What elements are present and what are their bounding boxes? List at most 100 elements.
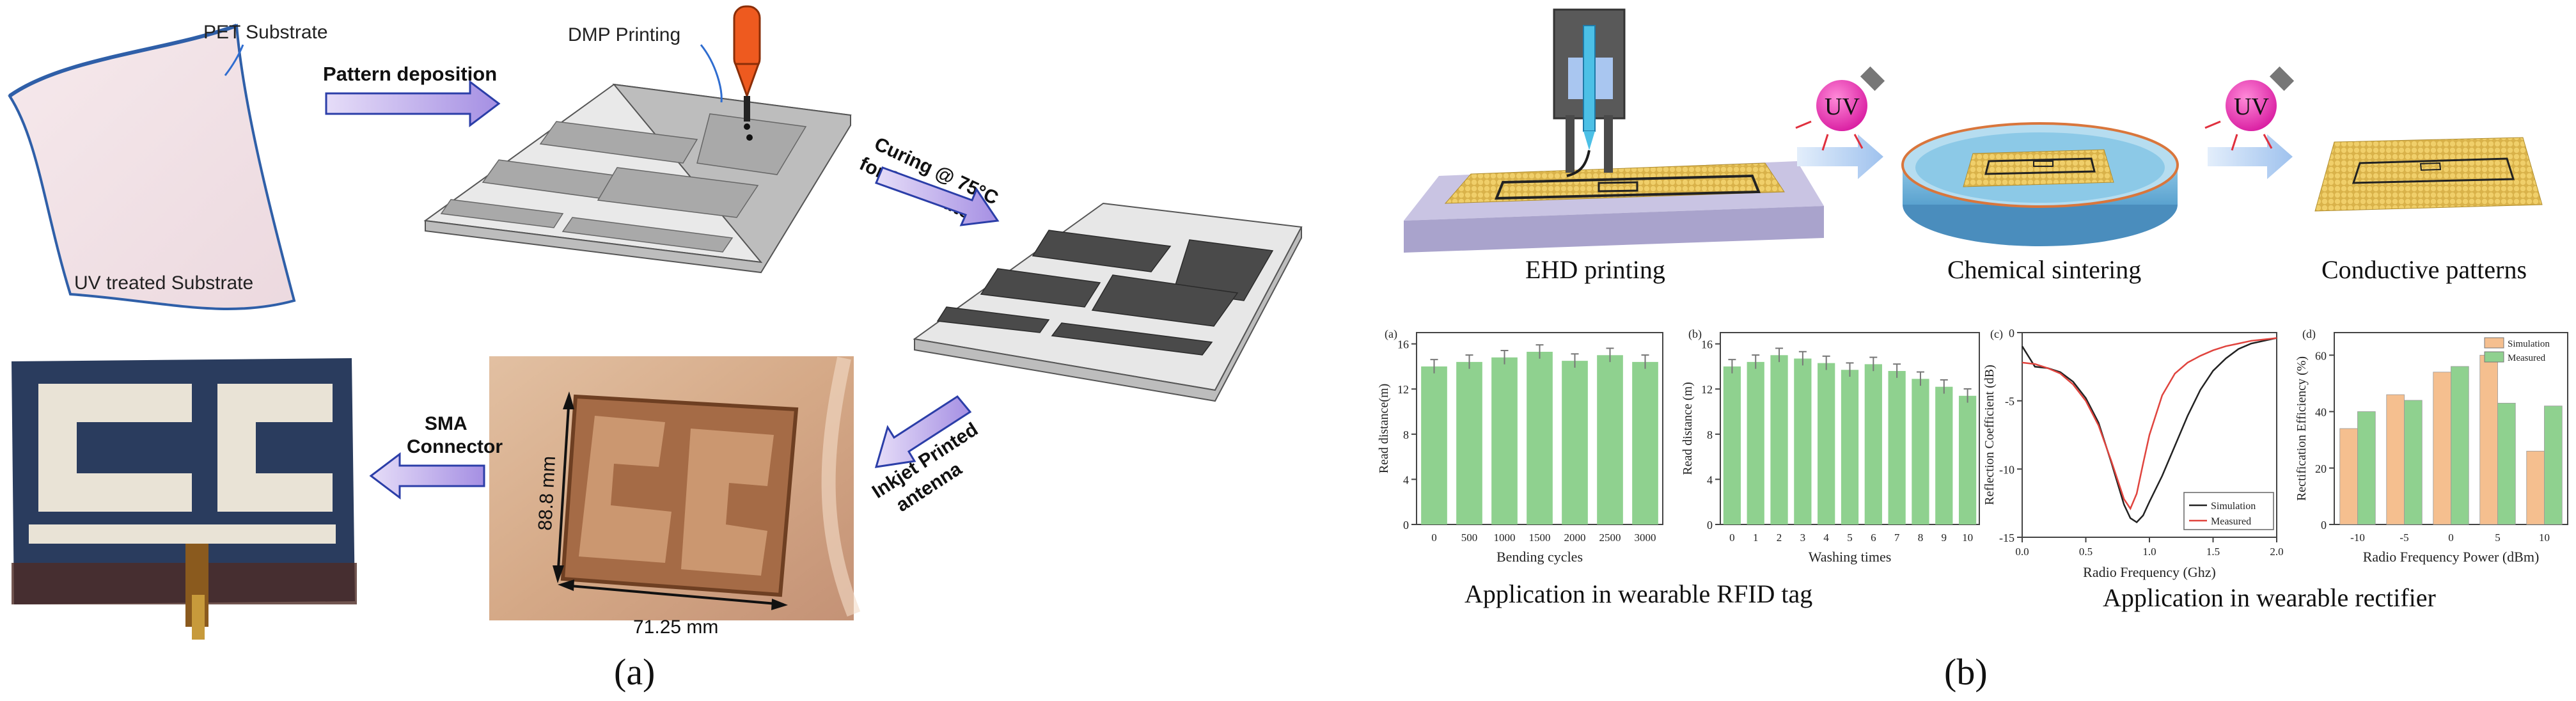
series-line-simulation [2021, 337, 2277, 524]
bar [1632, 361, 1658, 524]
x-tick-label: 5 [1847, 532, 1853, 544]
y-tick-label: 0 [1403, 519, 1409, 532]
ehd-printer-illustration [1404, 8, 1824, 253]
label-dmp-printing: DMP Printing [568, 24, 680, 45]
dimension-height-indicator [553, 391, 574, 583]
antenna-photo [489, 356, 861, 620]
x-tick-label: -5 [2399, 532, 2408, 544]
bar-measured [2357, 411, 2376, 525]
bar [1912, 379, 1929, 524]
bar [1456, 361, 1482, 524]
uv-lamp-icon-2 [2204, 66, 2295, 151]
uv-lamp-icon-1 [1795, 66, 1885, 151]
y-tick-label: -5 [2005, 395, 2014, 408]
legend-swatch [2484, 351, 2504, 363]
x-axis-label: Radio Frequency Power (dBm) [2363, 549, 2540, 565]
pet-substrate-sheet [8, 24, 296, 310]
x-tick-label: 1.5 [2206, 546, 2220, 558]
y-tick-label: 20 [2315, 462, 2327, 475]
uv-lamp-text-2: UV [2234, 93, 2269, 120]
x-tick-label: 1000 [1494, 532, 1516, 544]
x-tick-label: 7 [1894, 532, 1900, 544]
arrow-sma [369, 452, 485, 500]
legend-label: Measured [2211, 516, 2251, 527]
x-tick-label: 3000 [1635, 532, 1656, 544]
x-axis-label: Bending cycles [1496, 549, 1583, 565]
bar [1723, 366, 1741, 524]
bar-measured [2404, 400, 2423, 525]
arrow-inkjet [874, 395, 972, 468]
label-sma-line-2: Connector [407, 436, 503, 457]
bar [1527, 352, 1553, 524]
label-pet-substrate: PET Substrate [203, 22, 328, 43]
bar [1597, 355, 1623, 524]
panel-a-caption: (a) [614, 651, 655, 693]
bar-measured [2451, 366, 2469, 525]
bar [1841, 370, 1859, 524]
arrow-ehd-to-sintering [1797, 134, 1883, 179]
legend-label: Simulation [2508, 339, 2550, 349]
y-axis-label: Rectification Efficiency (%) [2295, 356, 2309, 501]
panel-b-caption: (b) [1944, 651, 1988, 693]
x-tick-label: 2500 [1599, 532, 1621, 544]
bar-simulation [2339, 428, 2358, 525]
x-tick-label: 2.0 [2270, 546, 2283, 558]
y-tick-label: 4 [1707, 473, 1713, 486]
x-tick-label: 3 [1800, 532, 1806, 544]
y-tick-label: 4 [1403, 473, 1409, 486]
label-sma-line-1: SMA [425, 413, 467, 434]
x-tick-label: 0.0 [2015, 546, 2029, 558]
legend-swatch [2484, 337, 2504, 349]
label-application-rfid: Application in wearable RFID tag [1465, 579, 1812, 608]
bar [1864, 364, 1882, 524]
x-tick-label: 0 [2448, 532, 2454, 544]
dimension-height-label: 88.8 mm [535, 455, 560, 531]
uv-lamp-text-1: UV [1825, 93, 1860, 120]
chart-panel-label: (d) [2302, 327, 2316, 341]
bar-measured [2544, 406, 2563, 525]
label-application-rectifier: Application in wearable rectifier [2103, 583, 2436, 612]
bar [1888, 371, 1906, 524]
x-tick-label: 5 [2495, 532, 2501, 544]
bar [1818, 363, 1835, 524]
conductive-pattern-sheet [2314, 137, 2543, 212]
arrow-pattern-deposition [325, 79, 501, 128]
arrow-sintering-to-patterns [2208, 134, 2293, 179]
y-tick-label: 0 [1707, 519, 1713, 532]
y-tick-label: 16 [1701, 338, 1713, 351]
y-tick-label: 8 [1707, 429, 1713, 441]
cured-antenna-plate [913, 202, 1303, 402]
series-line-measured [2022, 337, 2277, 510]
bar [1747, 361, 1764, 524]
y-tick-label: 0 [2321, 519, 2327, 532]
x-tick-label: 2 [1777, 532, 1782, 544]
y-tick-label: -15 [1999, 532, 2014, 544]
y-tick-label: 60 [2315, 349, 2327, 362]
x-tick-label: 9 [1942, 532, 1947, 544]
x-tick-label: 10 [1962, 532, 1973, 544]
x-tick-label: 500 [1461, 532, 1478, 544]
chart-panel-label: (c) [1990, 327, 2003, 341]
dmp-printing-plate [423, 83, 852, 274]
label-conductive-patterns: Conductive patterns [2321, 255, 2527, 284]
bar-simulation [2386, 394, 2405, 525]
dimension-width-label: 71.25 mm [633, 617, 718, 638]
bar [1491, 357, 1518, 524]
bar-simulation [2526, 450, 2545, 525]
y-axis-label: Read distance (m) [1681, 382, 1695, 475]
x-tick-label: -10 [2350, 532, 2365, 544]
label-ehd-printing: EHD printing [1525, 255, 1665, 284]
y-axis-label: Read distance(m) [1377, 384, 1391, 474]
x-tick-label: 2000 [1564, 532, 1586, 544]
pet-leader-line [224, 44, 244, 76]
x-tick-label: 0.5 [2079, 546, 2093, 558]
x-tick-label: 0 [1431, 532, 1437, 544]
y-axis-label: Reflection Coefficient (dB) [1983, 365, 1997, 505]
y-tick-label: 8 [1403, 429, 1409, 441]
bar-simulation [2433, 372, 2451, 525]
